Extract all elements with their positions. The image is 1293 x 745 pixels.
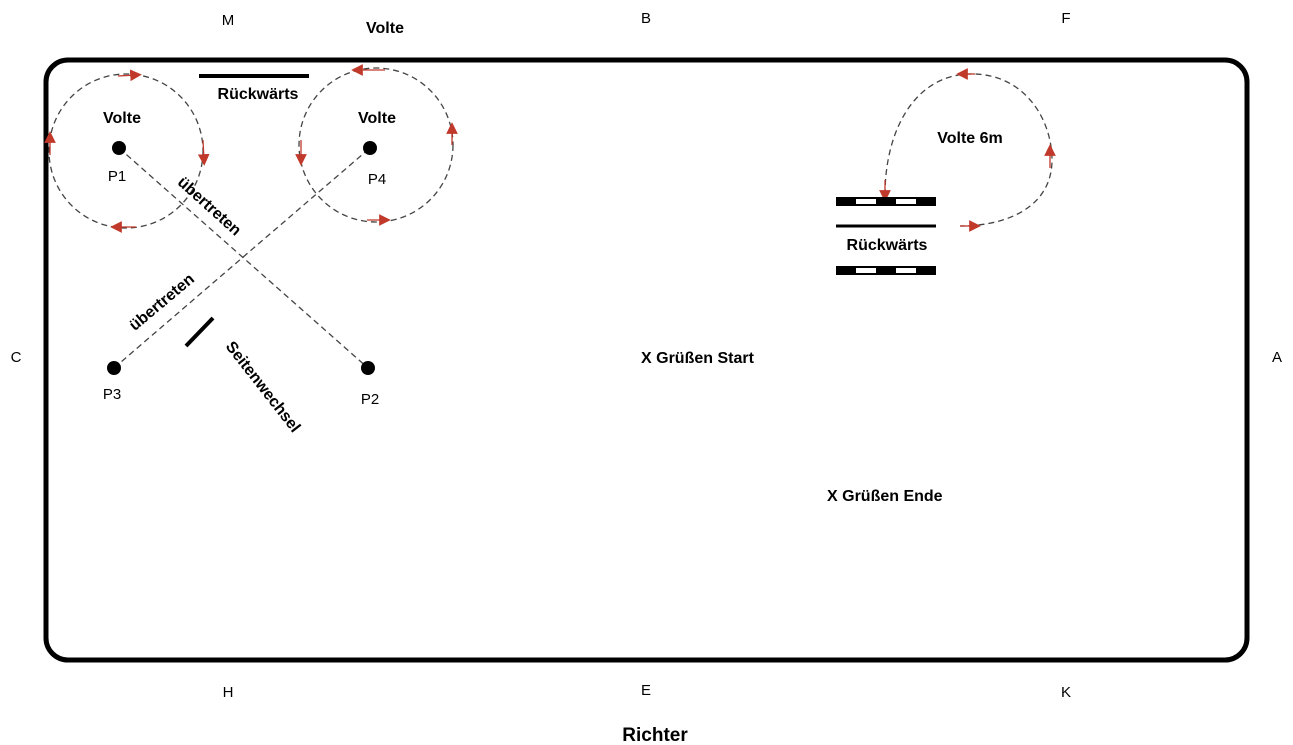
- label-p1: P1: [108, 168, 126, 185]
- label-p3: P3: [103, 386, 121, 403]
- marker-e: E: [641, 682, 651, 699]
- point-p4: [363, 141, 377, 155]
- diagonal-p1-p2: [118, 147, 369, 369]
- pole-bottom: [836, 266, 936, 275]
- volte-circle-p4: [298, 67, 454, 223]
- label-volte-6m: Volte 6m: [937, 130, 1003, 147]
- arrow-icon: [197, 139, 210, 166]
- label-volte-mid: Volte: [358, 110, 396, 127]
- arrow-icon: [117, 69, 142, 82]
- label-gruessen-start: X Grüßen Start: [641, 350, 755, 367]
- marker-h: H: [223, 684, 234, 701]
- arena-border: [43, 57, 1250, 663]
- marker-a: A: [1272, 349, 1282, 366]
- label-uebertreten-2: übertreten: [126, 271, 198, 335]
- circle-arrows: [44, 64, 458, 233]
- marker-b: B: [641, 10, 651, 27]
- pole-top: [836, 197, 936, 206]
- volte-6m-path: [884, 73, 1053, 227]
- point-p1: [112, 141, 126, 155]
- volte-circle-p1: [48, 73, 204, 229]
- label-gruessen-ende: X Grüßen Ende: [827, 488, 943, 505]
- point-p3: [107, 361, 121, 375]
- label-rueckwaerts-right: Rückwärts: [847, 237, 928, 254]
- point-p2: [361, 361, 375, 375]
- marker-f: F: [1061, 10, 1070, 27]
- diagonal-p3-p4: [113, 147, 371, 369]
- marker-m: M: [222, 12, 235, 29]
- label-rueckwaerts-top: Rückwärts: [218, 86, 299, 103]
- label-seitenwechsel: Seitenwechsel: [222, 339, 303, 436]
- label-volte-left: Volte: [103, 110, 141, 127]
- label-p2: P2: [361, 391, 379, 408]
- top-volte-label: Volte: [366, 20, 404, 37]
- label-uebertreten-1: übertreten: [174, 174, 244, 240]
- volte-6m-arrows: [879, 68, 1056, 232]
- marker-k: K: [1061, 684, 1071, 701]
- marker-c: C: [11, 349, 22, 366]
- label-p4: P4: [368, 171, 386, 188]
- seitenwechsel-bar: [184, 316, 215, 348]
- judge-label: Richter: [622, 725, 688, 745]
